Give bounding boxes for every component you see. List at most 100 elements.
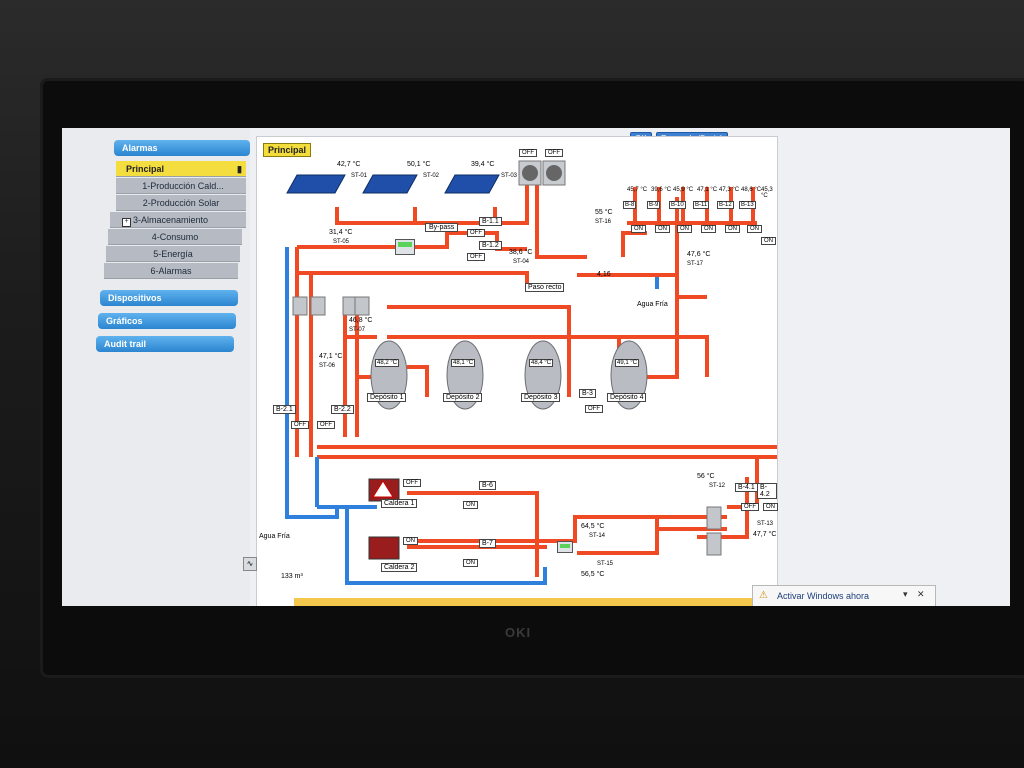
- status-bar: [294, 598, 754, 606]
- sensor-st04: ST-04: [513, 259, 530, 265]
- sensor-st15: ST-15: [597, 561, 614, 567]
- menu-icon[interactable]: ▾: [903, 589, 908, 599]
- heat-exchangers: [292, 296, 722, 556]
- pump-b3-state[interactable]: OFF: [585, 405, 603, 413]
- fan-state-1[interactable]: OFF: [519, 149, 537, 157]
- deposito-3-temp: 48,4 °C: [529, 359, 554, 367]
- volume-readout: 133 m³: [281, 573, 303, 580]
- hydraulic-diagram: [285, 160, 777, 585]
- agua-fria-label-top: Agua Fría: [637, 301, 668, 308]
- sensor-st07: ST-07: [349, 327, 366, 333]
- bypass-label: By-pass: [425, 223, 459, 232]
- controller-box: [395, 239, 415, 255]
- pump-b7[interactable]: B-7: [479, 539, 496, 548]
- zone-state-7[interactable]: ON: [761, 237, 776, 245]
- sensor-st13: ST-13: [757, 521, 774, 527]
- sidebar-header-alarmas[interactable]: Alarmas: [114, 140, 250, 156]
- pump-b3[interactable]: B-3: [579, 389, 596, 398]
- pump-b42[interactable]: B-4.2: [757, 483, 777, 499]
- sidebar-section-graficos[interactable]: Gráficos: [98, 313, 236, 329]
- deposito-4-temp: 49,1 °C: [615, 359, 640, 367]
- sensor-st01: ST-01: [351, 173, 368, 179]
- pump-b41[interactable]: B-4.1: [735, 483, 758, 492]
- agua-fria-label-bottom: Agua Fría: [259, 533, 290, 540]
- zone-temp-2: 39,6 °C: [651, 187, 672, 193]
- sensor-st05: ST-05: [333, 239, 350, 245]
- sensor-st17: ST-17: [687, 261, 704, 267]
- pump-b21[interactable]: B-2.1: [273, 405, 296, 414]
- caldera-1-state[interactable]: OFF: [403, 479, 421, 487]
- sidebar-item-alarmas[interactable]: 6-Alarmas: [104, 263, 238, 279]
- activation-toast[interactable]: ⚠ Activar Windows ahora ▾ ✕: [752, 585, 936, 606]
- pump-b21-state[interactable]: OFF: [291, 421, 309, 429]
- pump-b12-state[interactable]: OFF: [467, 253, 485, 261]
- pump-b11-zone[interactable]: B-11: [693, 201, 710, 209]
- tab-principal[interactable]: Principal: [263, 143, 312, 157]
- paso-recto-label: Paso recto: [525, 283, 565, 292]
- zone-state-2[interactable]: ON: [655, 225, 670, 233]
- close-icon[interactable]: ✕: [917, 589, 925, 599]
- sidebar-item-produccion-caldera[interactable]: 1-Producción Cald...: [116, 178, 246, 194]
- solar-temp-2: 50,1 °C: [407, 161, 431, 168]
- sidebar-item-principal[interactable]: Principal▮: [116, 161, 246, 177]
- pump-b10[interactable]: B-10: [669, 201, 686, 209]
- deposito-3-label[interactable]: Depósito 3: [521, 393, 561, 402]
- expand-icon[interactable]: +: [122, 218, 131, 227]
- pump-b41-state[interactable]: OFF: [741, 503, 759, 511]
- pump-b12-zone[interactable]: B-12: [717, 201, 734, 209]
- fan-units: [518, 160, 566, 186]
- pump-b8[interactable]: B-8: [623, 201, 637, 209]
- zone-temp-1: 45,7 °C: [627, 187, 648, 193]
- chart-icon[interactable]: ∿: [243, 557, 257, 571]
- zone-temp-3: 45,9 °C: [673, 187, 694, 193]
- scada-screen: Alarmas Principal▮ 1-Producción Cald... …: [62, 128, 1010, 606]
- zone-temp-4: 47,1 °C: [697, 187, 718, 193]
- sidebar-item-produccion-solar[interactable]: 2-Producción Solar: [116, 195, 246, 211]
- caldera-2-label[interactable]: Caldera 2: [381, 563, 418, 572]
- caldera-1-label[interactable]: Caldera 1: [381, 499, 418, 508]
- sidebar-section-audit-trail[interactable]: Audit trail: [96, 336, 234, 352]
- solar-temp-3: 39,4 °C: [471, 161, 495, 168]
- temp-st12: 56 °C: [697, 473, 715, 480]
- deposito-1-label[interactable]: Depósito 1: [367, 393, 407, 402]
- zone-state-6[interactable]: ON: [747, 225, 762, 233]
- solar-temp-1: 42,7 °C: [337, 161, 361, 168]
- sensor-st03: ST-03: [501, 173, 518, 179]
- zone-temp-6: 48,6 °C: [741, 187, 762, 193]
- temp-st14: 64,5 °C: [581, 523, 605, 530]
- sidebar: Alarmas Principal▮ 1-Producción Cald... …: [62, 128, 250, 606]
- sensor-st16: ST-16: [595, 219, 612, 225]
- monitor-brand: OKI: [505, 625, 532, 640]
- pump-b12[interactable]: B-1.2: [479, 241, 502, 250]
- pump-b6-state[interactable]: ON: [463, 501, 478, 509]
- zone-state-1[interactable]: ON: [631, 225, 646, 233]
- sidebar-item-almacenamiento[interactable]: +3-Almacenamiento: [110, 212, 246, 228]
- pump-b11-state[interactable]: OFF: [467, 229, 485, 237]
- deposito-2-label[interactable]: Depósito 2: [443, 393, 483, 402]
- controller-box-bottom: [557, 541, 573, 553]
- pump-b7-state[interactable]: ON: [463, 559, 478, 567]
- pump-b6[interactable]: B-6: [479, 481, 496, 490]
- pump-b22-state[interactable]: OFF: [317, 421, 335, 429]
- sidebar-item-consumo[interactable]: 4-Consumo: [108, 229, 242, 245]
- zone-temp-7: 45,3 °C: [761, 187, 773, 199]
- pump-b13[interactable]: B-13: [739, 201, 756, 209]
- pump-b22[interactable]: B-2.2: [331, 405, 354, 414]
- deposito-4-label[interactable]: Depósito 4: [607, 393, 647, 402]
- fan-state-2[interactable]: OFF: [545, 149, 563, 157]
- pump-b42-state[interactable]: ON: [763, 503, 778, 511]
- temp-st17: 47,6 °C: [687, 251, 711, 258]
- pump-b11[interactable]: B-1.1: [479, 217, 502, 226]
- zone-state-3[interactable]: ON: [677, 225, 692, 233]
- temp-st04: 38,6 °C: [509, 249, 533, 256]
- sidebar-section-dispositivos[interactable]: Dispositivos: [100, 290, 238, 306]
- zone-state-4[interactable]: ON: [701, 225, 716, 233]
- caldera-2-state[interactable]: ON: [403, 537, 418, 545]
- sensor-st12: ST-12: [709, 483, 726, 489]
- temp-st16: 55 °C: [595, 209, 613, 216]
- temp-st06: 47,1 °C: [319, 353, 343, 360]
- sidebar-item-energia[interactable]: 5-Energía: [106, 246, 240, 262]
- boilers: [368, 478, 400, 560]
- pump-b9[interactable]: B-9: [647, 201, 661, 209]
- zone-state-5[interactable]: ON: [725, 225, 740, 233]
